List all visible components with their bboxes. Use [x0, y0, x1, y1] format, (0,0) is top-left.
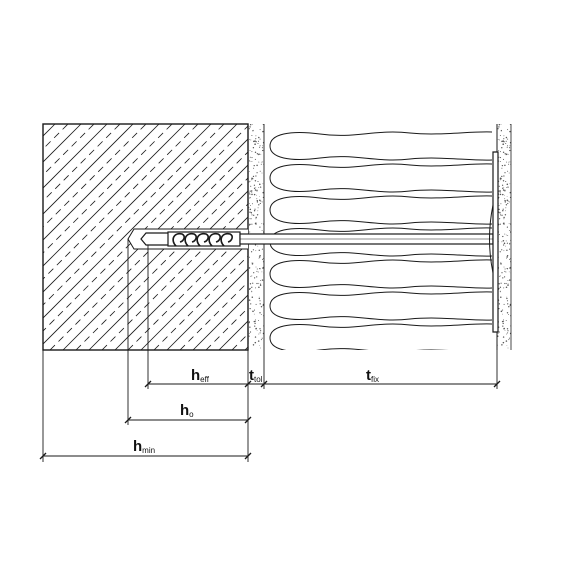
- plaster-layer: [248, 124, 265, 350]
- label-ttol: ttol: [249, 367, 263, 384]
- anchor-tip: [140, 232, 168, 246]
- anchor-ribs: [172, 232, 233, 247]
- dimension-lines: [39, 239, 501, 462]
- insulation-anchor-icon: [127, 151, 499, 333]
- label-hmin: hmin: [133, 438, 155, 455]
- insulation-board: [269, 131, 492, 350]
- anchor-plate: [492, 151, 499, 333]
- label-h0: ho: [180, 402, 194, 419]
- label-tfix: tfix: [366, 367, 379, 384]
- label-heff: heff: [191, 367, 210, 384]
